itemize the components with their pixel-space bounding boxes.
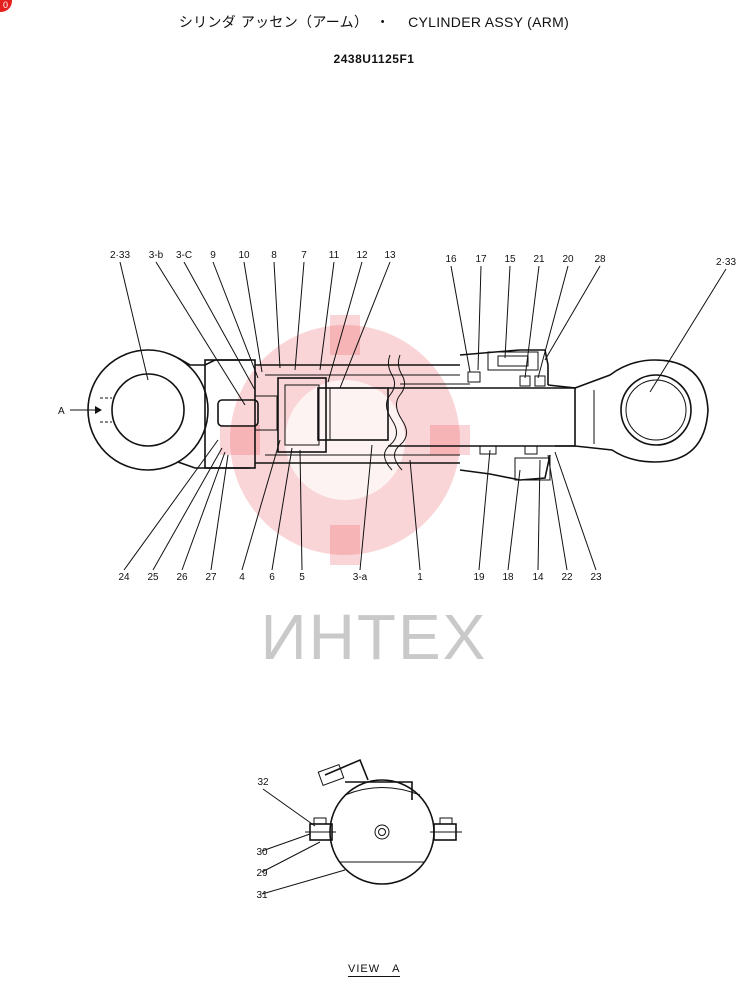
- callout-label: 20: [562, 254, 574, 265]
- callout-label: 14: [532, 572, 544, 583]
- leader-line: [271, 447, 293, 571]
- view-a-caption: VIEW A: [348, 960, 401, 977]
- callout-label: 7: [301, 250, 307, 261]
- leader-line: [524, 265, 540, 379]
- leader-line: [241, 439, 281, 571]
- leader-line: [262, 788, 316, 827]
- leader-line: [339, 261, 391, 389]
- leader-line: [155, 261, 246, 406]
- callout-label: 3-C: [176, 250, 192, 261]
- callouts-top: 2·33 3-b 3-C 9 10 8 7 11 12 13 16 17 15 21 20 28 2·33: [110, 250, 736, 406]
- callout-label: 9: [210, 250, 216, 261]
- callout-label: 16: [445, 254, 457, 265]
- leader-line: [183, 261, 256, 391]
- callout-label: 8: [271, 250, 277, 261]
- callout-label: 25: [147, 572, 159, 583]
- callout-label: 24: [118, 572, 130, 583]
- leader-line: [327, 261, 363, 383]
- leader-line: [544, 265, 601, 361]
- callout-label: 13: [384, 250, 396, 261]
- callouts-bottom: 24 25 26 27 4 6 5 3-a 1 19 18 14 22 23: [118, 439, 602, 583]
- leader-line: [152, 447, 223, 571]
- callout-label: 21: [533, 254, 545, 265]
- leader-line: [119, 261, 149, 381]
- leader-line: [409, 459, 421, 571]
- cylinder-main-view: [87, 349, 709, 481]
- view-a-drawing: [305, 758, 462, 885]
- view-a-label: VIEW A: [348, 963, 401, 977]
- callout-label: 3-a: [353, 572, 368, 583]
- leader-line: [123, 439, 219, 571]
- leader-line: [537, 459, 541, 571]
- leader-line: [554, 451, 597, 571]
- leader-line: [212, 261, 259, 379]
- callout-label: 29: [256, 868, 268, 879]
- view-arrow-a: A: [58, 406, 102, 417]
- title-english: CYLINDER ASSY (ARM): [408, 14, 570, 30]
- callout-label: 6: [269, 572, 275, 583]
- part-number: 2438U1125F1: [333, 52, 415, 66]
- callout-label: 22: [561, 572, 573, 583]
- callout-label: 31: [256, 890, 268, 901]
- leader-line: [299, 449, 303, 571]
- title-japanese: シリンダ アッセン（アーム） ・: [178, 15, 390, 31]
- leader-line: [294, 261, 305, 371]
- arrow-label: A: [58, 406, 65, 417]
- leader-line: [359, 444, 373, 571]
- callout-label: 12: [356, 250, 368, 261]
- callout-label: 27: [205, 572, 217, 583]
- leader-line: [450, 265, 471, 373]
- leader-line: [478, 449, 491, 571]
- callout-label: 11: [329, 250, 340, 261]
- leader-line: [537, 265, 569, 379]
- leader-line: [547, 454, 568, 571]
- callout-label: 1: [417, 572, 423, 583]
- callouts-view-a: 32 30 29 31: [256, 777, 346, 901]
- callout-label: 28: [594, 254, 606, 265]
- callout-label: 19: [473, 572, 485, 583]
- watermark-text: ИНТЕХ: [260, 601, 488, 673]
- callout-label: 26: [176, 572, 188, 583]
- callout-label: 10: [238, 250, 250, 261]
- callout-label: 32: [257, 777, 269, 788]
- leader-line: [507, 469, 521, 571]
- leader-line: [477, 265, 482, 371]
- leader-line: [181, 451, 226, 571]
- callout-label: 15: [504, 254, 516, 265]
- callout-label: 5: [299, 572, 305, 583]
- leader-line: [261, 833, 311, 852]
- leader-line: [210, 454, 229, 571]
- callout-label: 2·33: [716, 257, 736, 268]
- leader-line: [261, 869, 346, 895]
- leader-line: [649, 268, 727, 393]
- leader-line: [319, 261, 335, 371]
- callout-label: 17: [475, 254, 487, 265]
- callout-label: 23: [590, 572, 602, 583]
- callout-label: 3-b: [149, 250, 164, 261]
- leader-line: [273, 261, 281, 369]
- leader-line: [261, 841, 321, 873]
- drawing-title: シリンダ アッセン（アーム） ・ CYLINDER ASSY (ARM): [0, 12, 748, 32]
- callout-label: 18: [502, 572, 514, 583]
- leader-line: [243, 261, 263, 373]
- leader-line: [504, 265, 511, 359]
- callout-label: 30: [256, 847, 268, 858]
- callout-label: 4: [239, 572, 245, 583]
- callout-label: 2·33: [110, 250, 130, 261]
